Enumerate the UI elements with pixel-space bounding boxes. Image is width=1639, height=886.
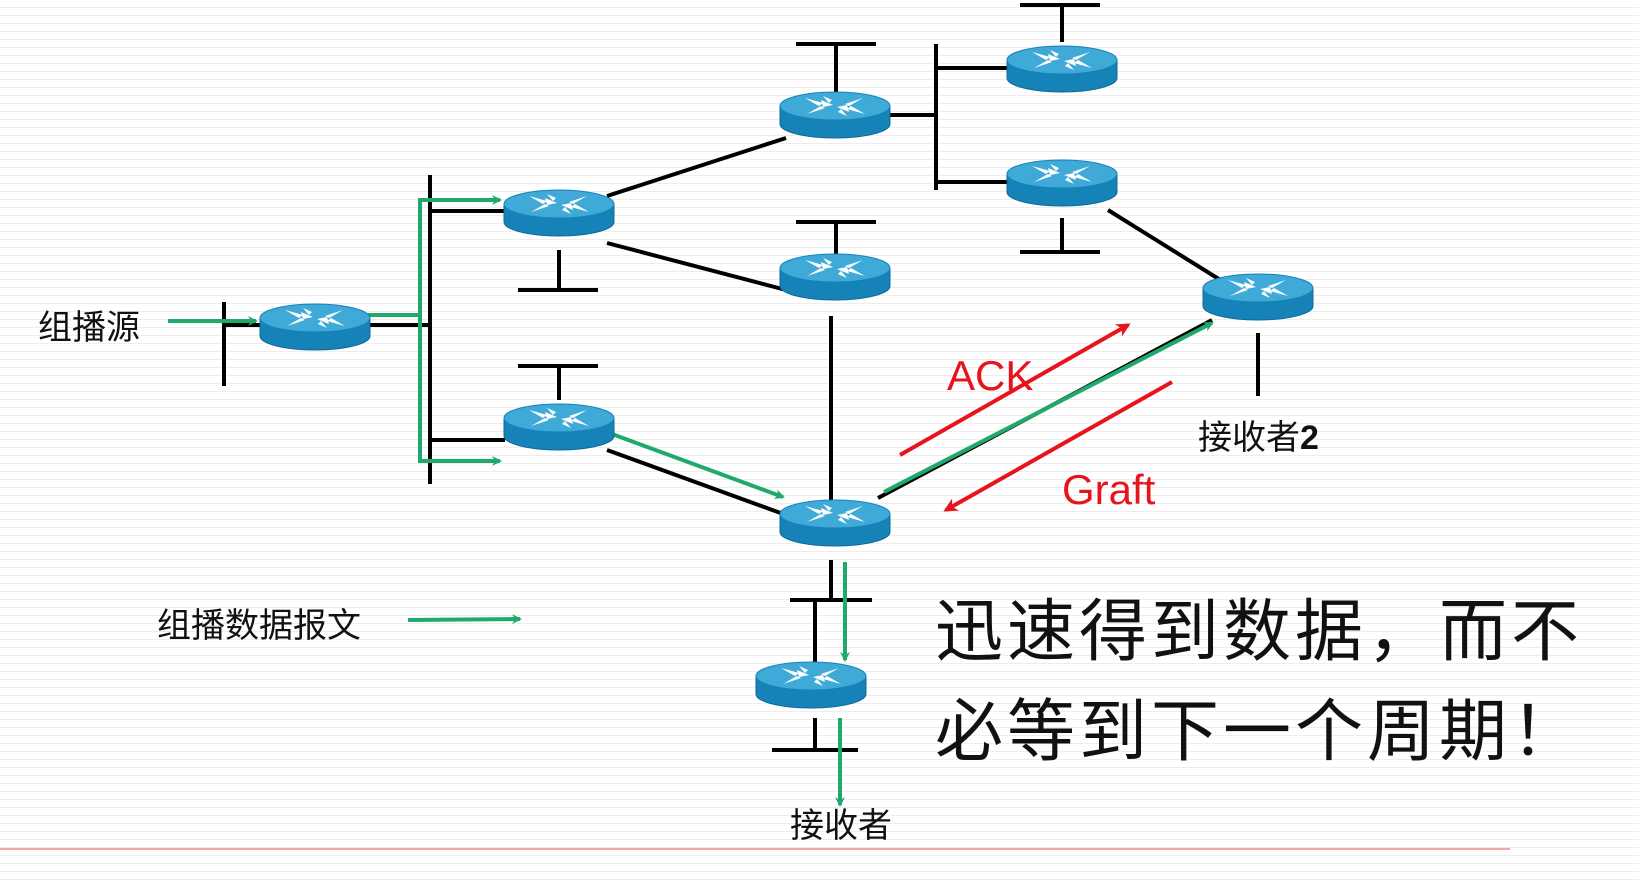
router-icon <box>503 403 615 451</box>
router-icon <box>755 661 867 709</box>
receiver1-label: 接收者 <box>790 806 892 846</box>
router-icon <box>1006 45 1118 93</box>
note-line-2: 必等到下一个周期！ <box>935 693 1584 772</box>
multicast-data-flow <box>168 195 1214 807</box>
receiver2-text: 接收者 <box>1198 418 1300 458</box>
legend-multicast-data-label: 组播数据报文 <box>157 606 361 646</box>
note-line-1: 迅速得到数据，而不 <box>935 593 1584 672</box>
control-messages <box>899 323 1173 512</box>
router-icon <box>259 303 371 351</box>
bottom-rule <box>0 848 1510 850</box>
ack-label: ACK <box>947 352 1034 399</box>
ack-arrow <box>899 323 1131 457</box>
router-icon <box>1006 159 1118 207</box>
graft-label: Graft <box>1062 466 1156 513</box>
receiver2-label: 接收者2 <box>1198 410 1319 459</box>
router-icon <box>779 499 891 547</box>
receiver2-number: 2 <box>1300 419 1319 457</box>
router-icon <box>1202 273 1314 321</box>
graft-arrow <box>943 380 1173 512</box>
multicast-source-label: 组播源 <box>38 308 140 348</box>
router-icon <box>779 253 891 301</box>
router-icon <box>503 189 615 237</box>
router-icon <box>779 91 891 139</box>
